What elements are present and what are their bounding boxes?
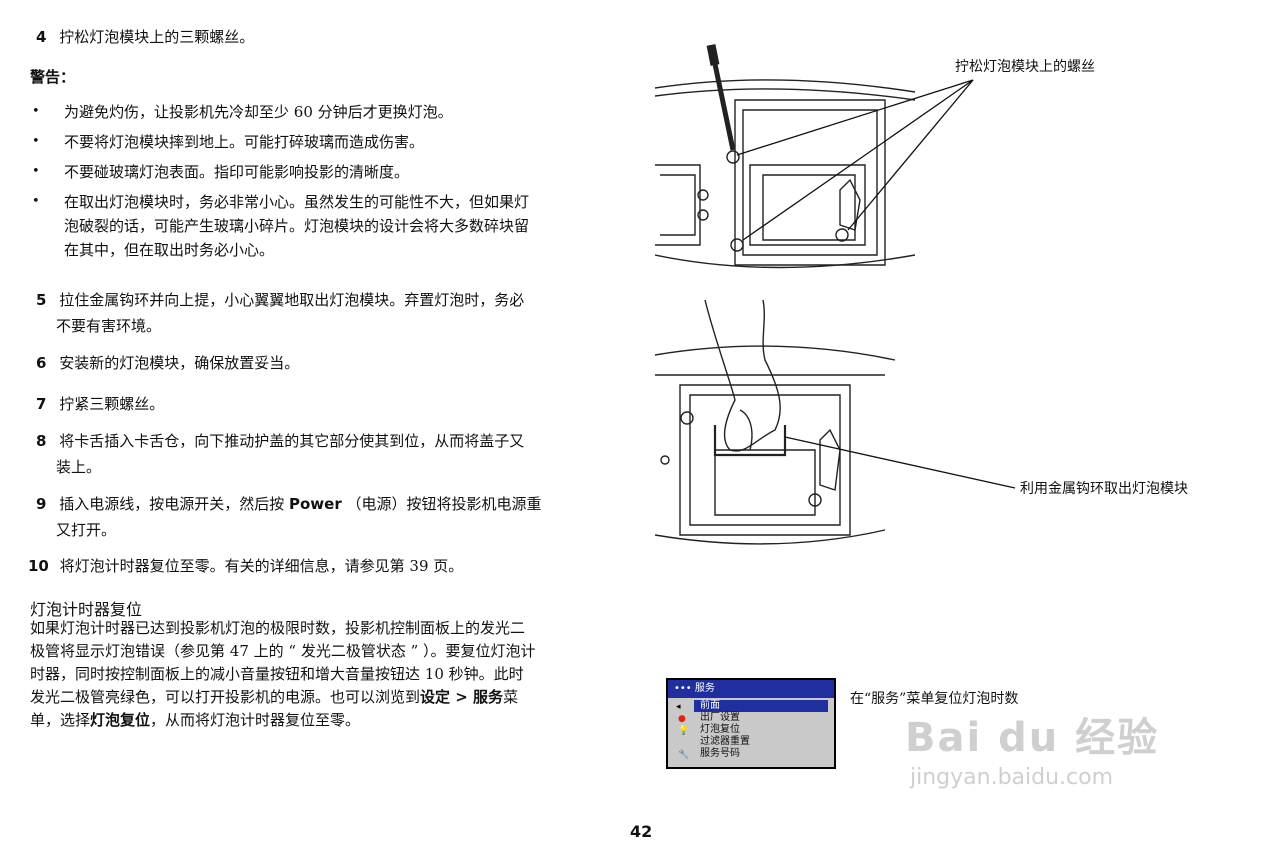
step-text: 拧紧三颗螺丝。 bbox=[59, 395, 165, 413]
step-9: 9 插入电源线，按电源开关，然后按 Power （电源）按钮将投影机电源重 bbox=[36, 491, 542, 517]
bullet-icon: • bbox=[32, 164, 40, 179]
menu-item-label: 前面 bbox=[700, 700, 720, 711]
menu-item-front[interactable]: ◂ 前面 bbox=[676, 700, 828, 712]
bullet-icon: • bbox=[32, 134, 40, 149]
lamp-screws-illustration bbox=[655, 44, 974, 269]
settings-label: 设定 bbox=[420, 688, 451, 706]
menu-item-label: 服务号码 bbox=[700, 748, 740, 759]
step-text: 将灯泡计时器复位至零。有关的详细信息，请参见第 39 页。 bbox=[59, 557, 464, 575]
lamp-removal-illustration bbox=[655, 300, 1016, 545]
section-line: 极管将显示灯泡错误（参见第 47 上的 “ 发光二极管状态 ” ）。要复位灯泡计 bbox=[30, 642, 536, 660]
step-number: 10 bbox=[28, 557, 49, 575]
step-number: 8 bbox=[36, 432, 47, 450]
menu-item-label: 过滤器重置 bbox=[700, 736, 750, 747]
step-text-line: 又打开。 bbox=[56, 521, 117, 539]
wrench-icon: 🔧 bbox=[678, 750, 690, 760]
warning-item: 不要碰玻璃灯泡表面。指印可能影响投影的清晰度。 bbox=[64, 163, 410, 181]
lamp-reset-label: 灯泡复位 bbox=[90, 711, 151, 729]
step-5: 5 拉住金属钩环并向上提，小心翼翼地取出灯泡模块。弃置灯泡时，务必 bbox=[36, 287, 524, 313]
menu-item-factory-reset[interactable]: ● 出厂设置 bbox=[668, 712, 834, 724]
section-heading: 灯泡计时器复位 bbox=[30, 600, 143, 619]
red-dot-icon: ● bbox=[678, 714, 686, 724]
bullet-icon: • bbox=[32, 104, 40, 119]
menu-item-label: 出厂设置 bbox=[700, 712, 740, 723]
service-menu: ••• 服务 ◂ 前面 ● 出厂设置 💡 灯泡复位 过滤器重置 🔧 服务号码 bbox=[666, 678, 836, 769]
step-10: 10 将灯泡计时器复位至零。有关的详细信息，请参见第 39 页。 bbox=[28, 553, 463, 579]
section-line: 时器，同时按控制面板上的减小音量按钮和增大音量按钮达 10 秒钟。此时 bbox=[30, 665, 524, 683]
step-text-line: 装上。 bbox=[56, 458, 102, 476]
back-arrow-icon: ◂ bbox=[676, 702, 681, 712]
page-number: 42 bbox=[630, 822, 653, 841]
step-number: 4 bbox=[36, 28, 47, 46]
section-text: 发光二极管亮绿色，可以打开投影机的电源。也可以浏览到 bbox=[30, 688, 421, 706]
step-6: 6 安装新的灯泡模块，确保放置妥当。 bbox=[36, 350, 299, 376]
watermark-brand: Bai du 经验 bbox=[905, 715, 1160, 761]
step-number: 5 bbox=[36, 291, 47, 309]
step-4: 4 拧松灯泡模块上的三颗螺丝。 bbox=[36, 24, 254, 50]
step-number: 9 bbox=[36, 495, 47, 513]
caption-loosen-screws: 拧松灯泡模块上的螺丝 bbox=[955, 59, 1095, 75]
step-text: 插入电源线，按电源开关，然后按 bbox=[59, 495, 289, 513]
step-8: 8 将卡舌插入卡舌仓，向下推动护盖的其它部分使其到位，从而将盖子又 bbox=[36, 428, 524, 454]
power-label: Power bbox=[289, 495, 342, 513]
menu-title: ••• 服务 bbox=[668, 680, 834, 698]
service-label: 服务 bbox=[473, 688, 504, 706]
section-text: 菜 bbox=[503, 688, 519, 706]
step-text: （电源）按钮将投影机电源重 bbox=[341, 495, 542, 513]
step-number: 6 bbox=[36, 354, 47, 372]
warning-item-line: 在取出灯泡模块时，务必非常小心。虽然发生的可能性不大，但如果灯 bbox=[64, 193, 530, 211]
step-text: 将卡舌插入卡舌仓，向下推动护盖的其它部分使其到位，从而将盖子又 bbox=[59, 432, 525, 450]
warning-item-line: 在其中，但在取出时务必小心。 bbox=[64, 241, 275, 259]
step-text: 安装新的灯泡模块，确保放置妥当。 bbox=[59, 354, 300, 372]
bullet-icon: • bbox=[32, 194, 40, 209]
menu-item-label: 灯泡复位 bbox=[700, 724, 740, 735]
step-number: 7 bbox=[36, 395, 47, 413]
watermark-url: jingyan.baidu.com bbox=[910, 765, 1114, 790]
step-text: 拉住金属钩环并向上提，小心翼翼地取出灯泡模块。弃置灯泡时，务必 bbox=[59, 291, 525, 309]
menu-item-filter-reset[interactable]: 过滤器重置 bbox=[668, 736, 834, 748]
warning-item-line: 泡破裂的话，可能产生玻璃小碎片。灯泡模块的设计会将大多数碎块留 bbox=[64, 217, 530, 235]
warning-item: 不要将灯泡模块摔到地上。可能打碎玻璃而造成伤害。 bbox=[64, 133, 425, 151]
caption-service-menu: 在“服务”菜单复位灯泡时数 bbox=[850, 691, 1019, 707]
section-line: 单，选择灯泡复位，从而将灯泡计时器复位至零。 bbox=[30, 709, 360, 732]
caption-remove-lamp: 利用金属钩环取出灯泡模块 bbox=[1020, 481, 1188, 497]
warning-item: 为避免灼伤，让投影机先冷却至少 60 分钟后才更换灯泡。 bbox=[64, 103, 453, 121]
menu-item-service-code[interactable]: 🔧 服务号码 bbox=[668, 748, 834, 760]
lightbulb-icon: 💡 bbox=[678, 726, 690, 736]
step-7: 7 拧紧三颗螺丝。 bbox=[36, 391, 164, 417]
section-text: 单，选择 bbox=[30, 711, 91, 729]
arrow-label: > bbox=[450, 688, 474, 706]
step-text-line: 不要有害环境。 bbox=[56, 317, 162, 335]
warning-label: 警告： bbox=[30, 68, 76, 86]
menu-item-lamp-reset[interactable]: 💡 灯泡复位 bbox=[668, 724, 834, 736]
section-text: ，从而将灯泡计时器复位至零。 bbox=[150, 711, 361, 729]
step-text: 拧松灯泡模块上的三颗螺丝。 bbox=[59, 28, 255, 46]
section-line: 发光二极管亮绿色，可以打开投影机的电源。也可以浏览到设定 > 服务菜 bbox=[30, 686, 518, 709]
section-line: 如果灯泡计时器已达到投影机灯泡的极限时数，投影机控制面板上的发光二 bbox=[30, 619, 526, 637]
